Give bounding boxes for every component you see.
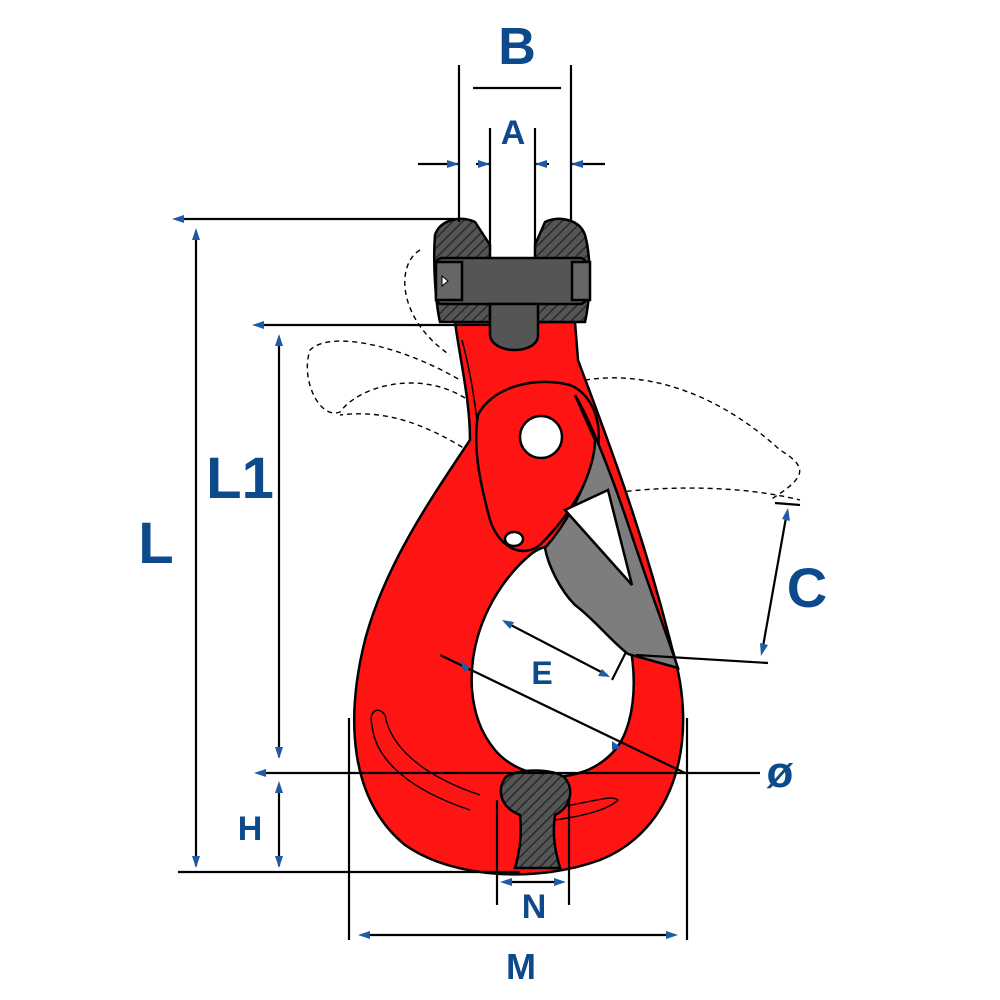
label-h: H xyxy=(238,810,263,848)
latch-window xyxy=(562,488,634,586)
dimension-m xyxy=(347,718,689,940)
label-c: C xyxy=(787,556,827,619)
dimension-c xyxy=(635,501,801,665)
label-l: L xyxy=(138,511,173,576)
dimension-l1 xyxy=(252,321,490,759)
label-a: A xyxy=(501,114,526,152)
dimension-b xyxy=(418,65,605,222)
dimension-h xyxy=(254,769,760,868)
label-b: B xyxy=(498,18,536,76)
label-e: E xyxy=(531,655,552,691)
latch-pin-hole xyxy=(503,530,525,548)
latch xyxy=(474,380,680,670)
swivel-head xyxy=(433,217,592,352)
label-diameter: ø xyxy=(767,748,794,797)
hook-section xyxy=(499,769,572,870)
latch-pivot-hole xyxy=(518,414,564,460)
dimension-a xyxy=(476,128,549,250)
dimension-n xyxy=(495,800,571,905)
label-m: M xyxy=(506,946,536,987)
label-n: N xyxy=(522,888,547,926)
label-l1: L1 xyxy=(206,446,274,511)
dimension-diameter xyxy=(439,654,686,774)
dimension-e xyxy=(502,620,627,681)
phantom-outline xyxy=(306,249,801,501)
